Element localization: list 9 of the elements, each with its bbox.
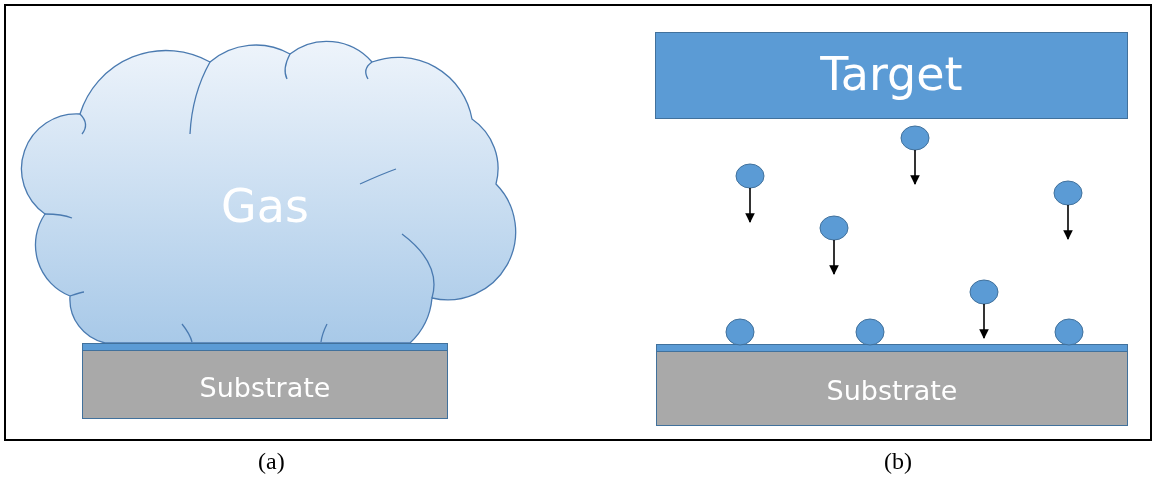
panel-label: (a) [258,448,285,475]
target-plate [655,32,1128,119]
node-label: Substrate [825,375,959,406]
substrate-slab [82,343,448,419]
substrate-slab [656,344,1128,426]
node-label: Target [819,47,964,101]
node-label: Substrate [198,372,332,403]
node-label: Gas [220,179,310,233]
panel-label: (b) [884,448,912,475]
